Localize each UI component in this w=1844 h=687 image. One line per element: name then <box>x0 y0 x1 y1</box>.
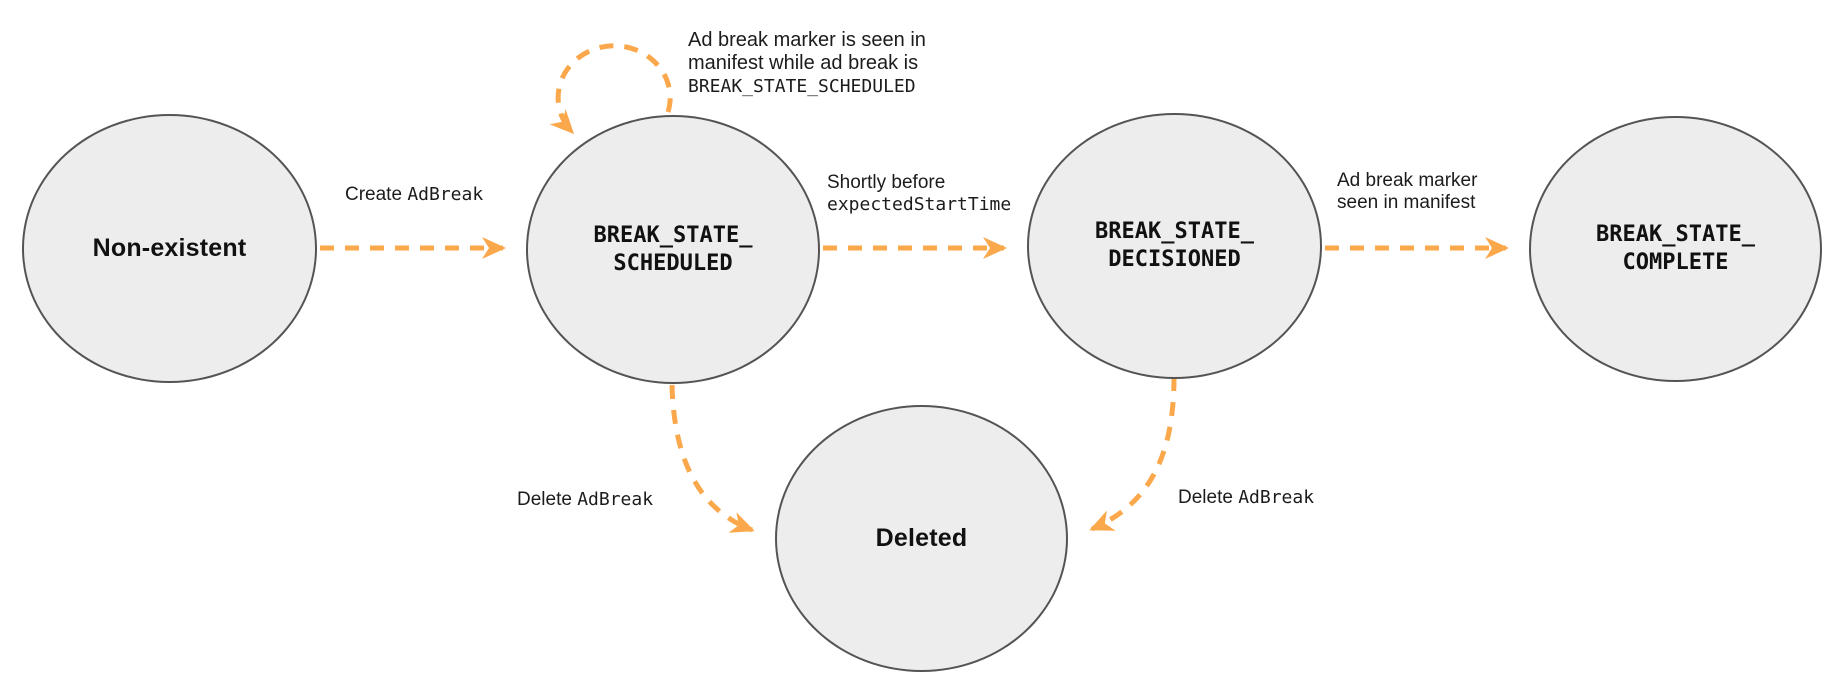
state-label: BREAK_STATE_SCHEDULED <box>593 222 753 276</box>
edge-label-create-adbreak: Create AdBreak <box>345 184 484 205</box>
state-node-break-state-scheduled: BREAK_STATE_SCHEDULED <box>526 115 820 384</box>
edge-label-shortly-before: Shortly before expectedStartTime <box>827 172 1012 215</box>
edge-label-self-loop: Ad break marker is seen in manifest whil… <box>688 29 926 97</box>
state-node-break-state-complete: BREAK_STATE_COMPLETE <box>1529 116 1822 382</box>
edge-delete-left <box>669 384 755 533</box>
state-label: BREAK_STATE_COMPLETE <box>1596 222 1755 275</box>
state-node-deleted: Deleted <box>775 405 1068 672</box>
edge-label-marker-seen: Ad break marker seen in manifest <box>1337 170 1478 213</box>
edge-label-delete-adbreak-right: Delete AdBreak <box>1178 487 1315 508</box>
state-label: BREAK_STATE_DECISIONED <box>1095 219 1254 272</box>
state-node-break-state-decisioned: BREAK_STATE_DECISIONED <box>1027 113 1322 379</box>
state-label: Deleted <box>875 524 968 552</box>
edge-delete-right <box>1089 376 1177 532</box>
state-label: Non-existent <box>92 234 247 262</box>
edge-label-delete-adbreak-left: Delete AdBreak <box>517 489 654 510</box>
edge-self-loop <box>549 43 673 135</box>
state-node-non-existent: Non-existent <box>22 114 317 383</box>
